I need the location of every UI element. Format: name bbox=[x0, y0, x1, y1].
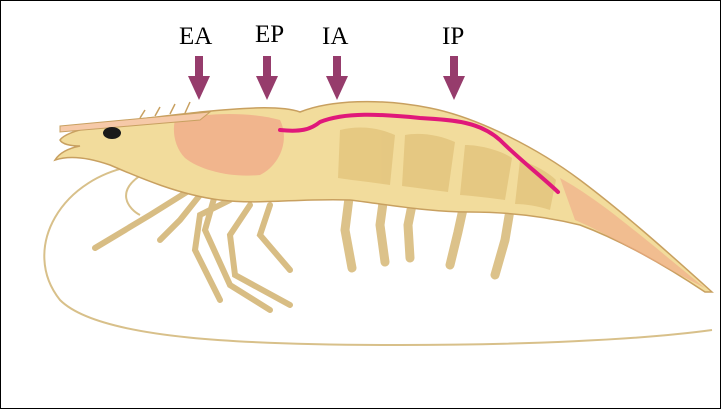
arrow-ia bbox=[326, 56, 348, 100]
label-ep: EP bbox=[255, 22, 284, 47]
tail-tint bbox=[560, 178, 705, 288]
arrow-ea bbox=[188, 56, 210, 100]
walking-legs bbox=[95, 190, 290, 310]
arrow-ip bbox=[443, 56, 465, 100]
arrow-ep bbox=[256, 56, 278, 100]
label-ia: IA bbox=[322, 24, 348, 49]
eye bbox=[103, 127, 121, 139]
label-ip: IP bbox=[442, 24, 464, 49]
label-ea: EA bbox=[179, 24, 212, 49]
